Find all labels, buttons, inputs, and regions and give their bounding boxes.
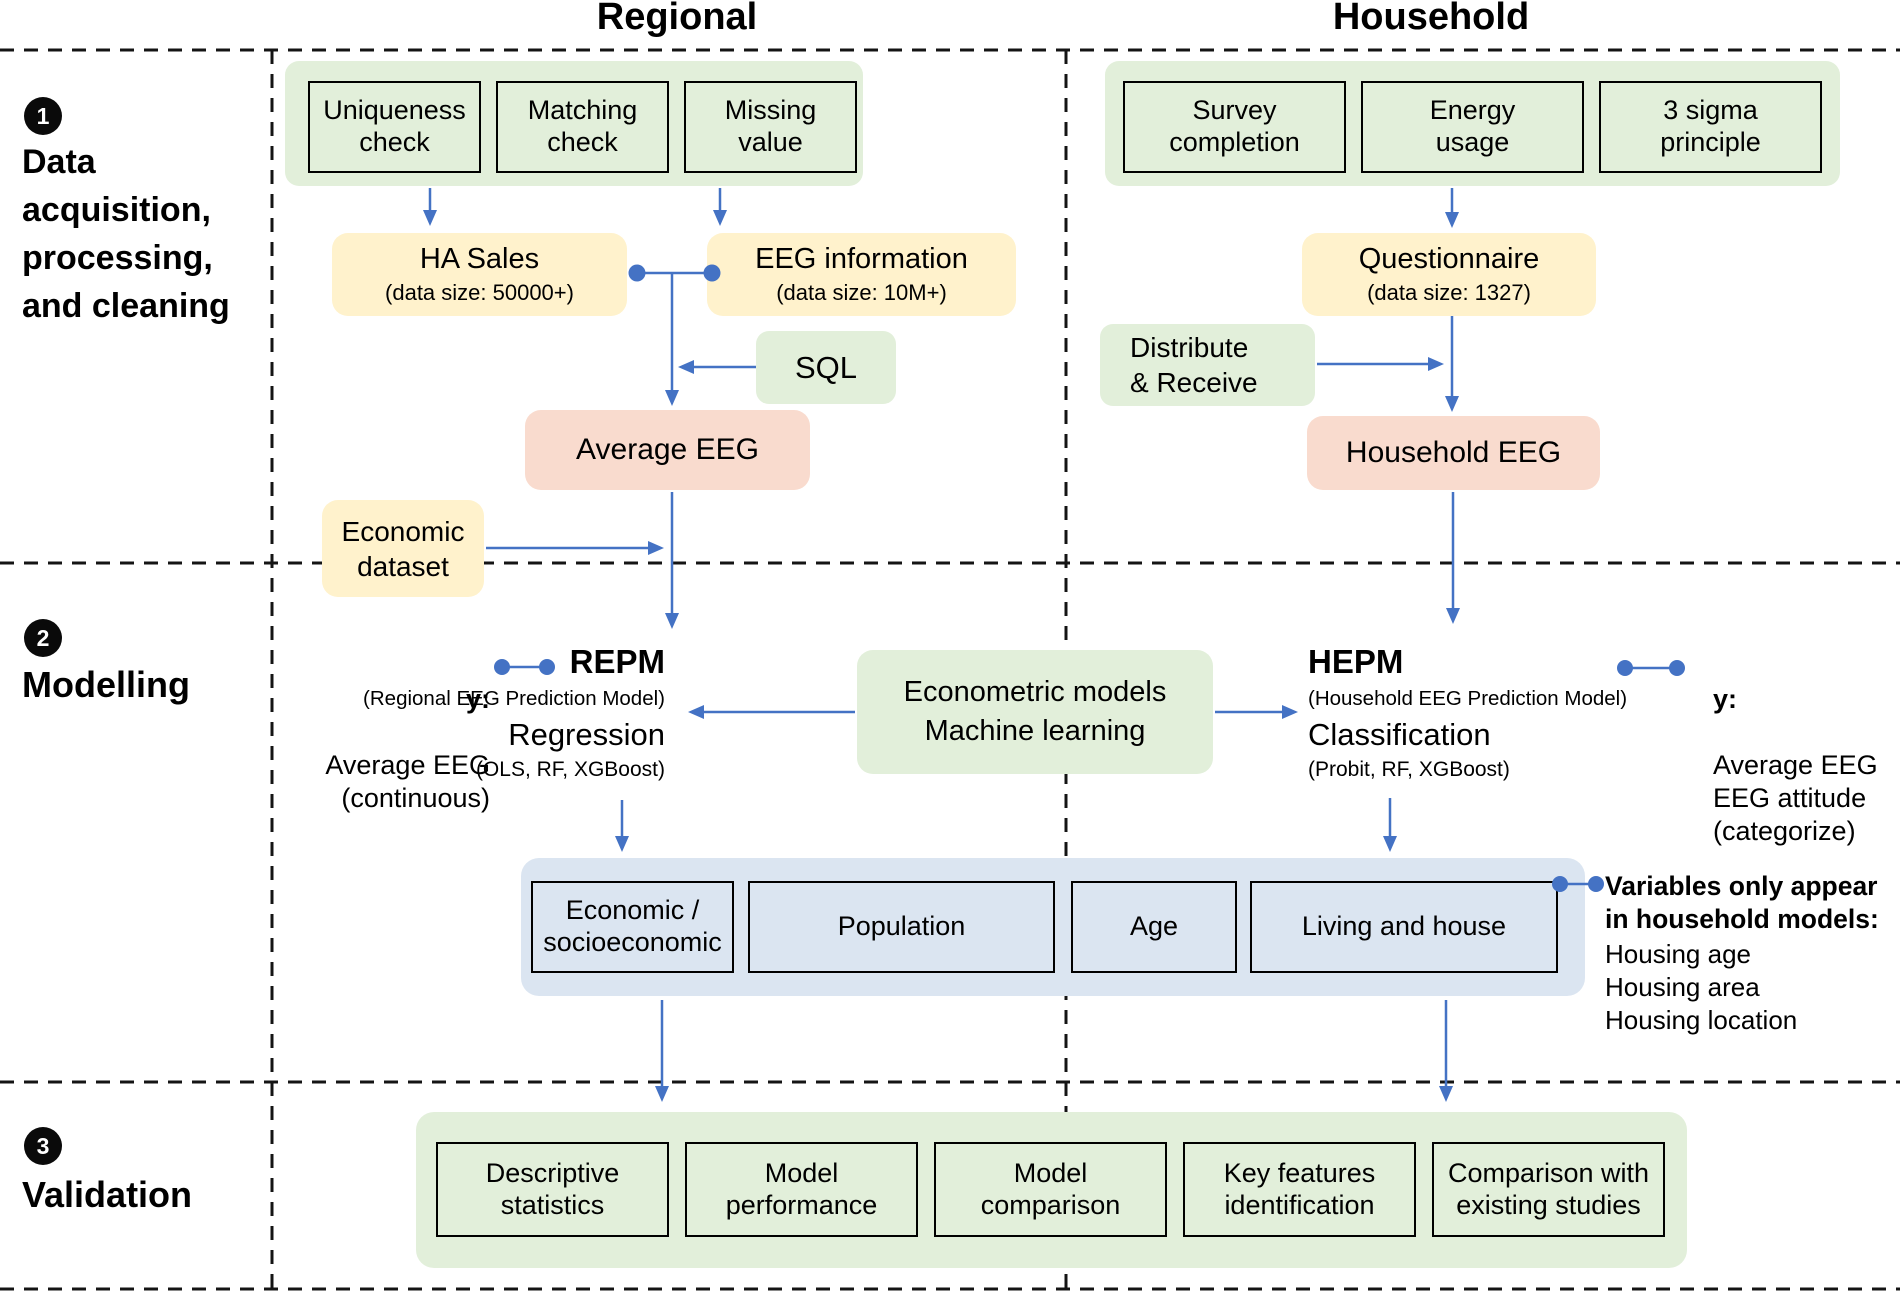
section-1-label: Data acquisition, processing, and cleani… <box>22 143 230 325</box>
regional-target-label: y: <box>465 684 490 714</box>
household-check-survey-completion: Survey completion <box>1123 81 1346 173</box>
regional-target-block: y: Average EEG (continuous) <box>230 650 490 848</box>
column-title-household: Household <box>1332 0 1530 38</box>
regional-target-lines: Average EEG (continuous) <box>325 750 490 813</box>
questionnaire-dataset-box: Questionnaire (data size: 1327) <box>1302 233 1596 316</box>
variable-living-and-house: Living and house <box>1250 881 1558 973</box>
regional-check-missing-value: Missing value <box>684 81 857 173</box>
section-2-number-badge: 2 <box>24 619 62 657</box>
variable-age: Age <box>1071 881 1237 973</box>
questionnaire-size: (data size: 1327) <box>1367 279 1531 305</box>
household-check-energy-usage: Energy usage <box>1361 81 1584 173</box>
household-check-3-sigma: 3 sigma principle <box>1599 81 1822 173</box>
household-target-block: y: Average EEG EEG attitude (categorize) <box>1713 650 1900 881</box>
eeg-information-size: (data size: 10M+) <box>776 279 947 305</box>
validation-model-performance: Model performance <box>685 1142 918 1237</box>
household-variables-note-items: Housing age Housing area Housing locatio… <box>1605 939 1798 1035</box>
hepm-model-block: HEPM (Household EEG Prediction Model) Cl… <box>1308 642 1688 785</box>
variable-economic-socioeconomic: Economic / socioeconomic <box>531 881 734 973</box>
regional-check-matching: Matching check <box>496 81 669 173</box>
eeg-information-dataset-box: EEG information (data size: 10M+) <box>707 233 1016 316</box>
repm-method: Regression <box>508 717 665 752</box>
hepm-algorithms: (Probit, RF, XGBoost) <box>1308 758 1510 781</box>
eeg-information-title: EEG information <box>755 243 968 276</box>
repm-model-block: REPM (Regional EEG Prediction Model) Reg… <box>330 642 665 785</box>
validation-key-features: Key features identification <box>1183 1142 1416 1237</box>
ha-sales-dataset-box: HA Sales (data size: 50000+) <box>332 233 627 316</box>
sql-step-box: SQL <box>756 331 896 404</box>
questionnaire-title: Questionnaire <box>1358 243 1540 276</box>
repm-name: REPM <box>569 643 665 680</box>
section-1-number-badge: 1 <box>24 97 62 135</box>
repm-algorithms: (OLS, RF, XGBoost) <box>475 758 665 781</box>
validation-descriptive-statistics: Descriptive statistics <box>436 1142 669 1237</box>
average-eeg-box: Average EEG <box>525 410 810 490</box>
household-eeg-box: Household EEG <box>1307 416 1600 490</box>
ha-sales-title: HA Sales <box>419 243 540 276</box>
section-2-label: Modelling <box>22 664 190 705</box>
column-title-regional: Regional <box>596 0 758 38</box>
validation-comparison-existing: Comparison with existing studies <box>1432 1142 1665 1237</box>
variable-population: Population <box>748 881 1055 973</box>
regional-check-uniqueness: Uniqueness check <box>308 81 481 173</box>
household-target-label: y: <box>1713 684 1738 714</box>
hepm-method: Classification <box>1308 717 1491 752</box>
repm-full-name: (Regional EEG Prediction Model) <box>363 687 665 710</box>
household-variables-note-heading: Variables only appear in household model… <box>1605 871 1879 934</box>
econometric-models-box: Econometric models Machine learning <box>857 650 1213 774</box>
validation-model-comparison: Model comparison <box>934 1142 1167 1237</box>
section-3-number-badge: 3 <box>24 1127 62 1165</box>
hepm-full-name: (Household EEG Prediction Model) <box>1308 687 1628 710</box>
economic-dataset-box: Economic dataset <box>322 500 484 597</box>
household-target-lines: Average EEG EEG attitude (categorize) <box>1713 750 1878 846</box>
section-3-label: Validation <box>22 1174 193 1215</box>
distribute-receive-box: Distribute & Receive <box>1100 324 1315 406</box>
hepm-name: HEPM <box>1308 643 1404 680</box>
ha-sales-size: (data size: 50000+) <box>385 279 574 305</box>
